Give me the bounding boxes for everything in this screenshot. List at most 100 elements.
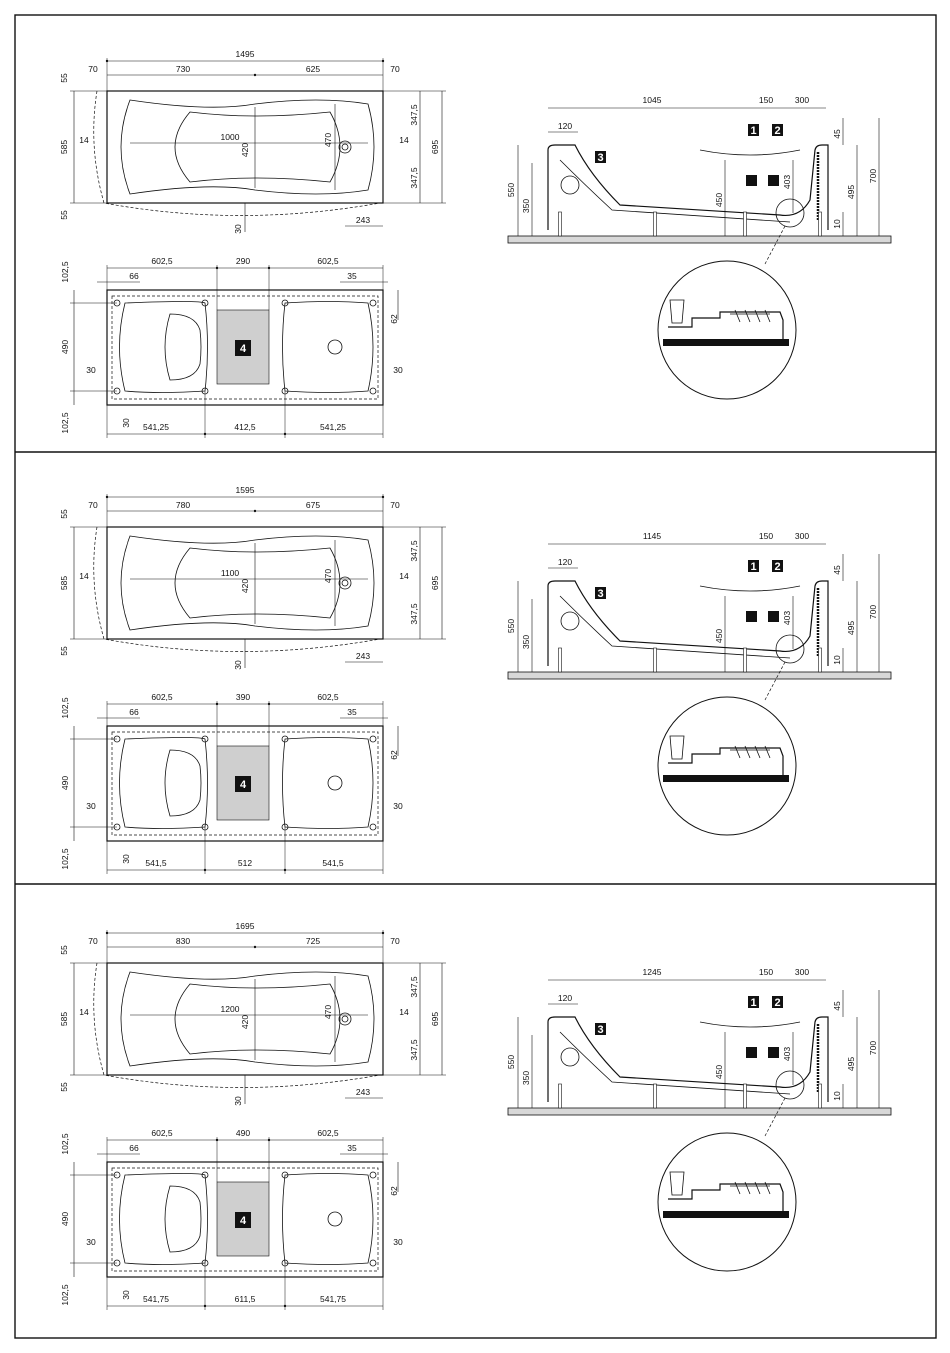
- marker-3-box: [595, 1023, 606, 1035]
- marker-3-box: [595, 151, 606, 163]
- marker-1-label: 1: [750, 997, 756, 1009]
- detail-callout-circle: [775, 198, 805, 228]
- frame-foot-icon: [369, 299, 377, 307]
- dim-total-height: 700: [868, 1041, 878, 1055]
- dim-offset-left: 66: [129, 1143, 139, 1153]
- marker-4-label: 4: [240, 779, 247, 791]
- dim-side-length: 1045: [643, 95, 662, 105]
- marker-2-box: [772, 560, 783, 572]
- dim-half-width-bottom: 347,5: [409, 603, 419, 625]
- dim-side-gap: 150: [759, 95, 773, 105]
- frame-foot-icon: [201, 735, 209, 743]
- dim-center-offset: 30: [121, 418, 131, 428]
- siphon-trap-icon: [669, 1171, 685, 1196]
- dim-top-margin: 55: [59, 73, 69, 83]
- tub-rim-line: [699, 1021, 801, 1028]
- overflow-fitting-icon: [560, 1047, 580, 1067]
- frame-foot-icon: [369, 1259, 377, 1267]
- dim-width: 585: [59, 140, 69, 154]
- dim-bottom-right: 541,75: [320, 1294, 346, 1304]
- marker-4-box: [235, 1212, 251, 1228]
- dim-center-offset: 30: [121, 854, 131, 864]
- dim-drain-offset: 243: [356, 651, 370, 661]
- dim-top-mid: 290: [236, 256, 250, 266]
- marker-1-box: [748, 560, 759, 572]
- detail-circle: [657, 260, 797, 400]
- dim-overall-width: 695: [430, 1012, 440, 1026]
- dim-side-inset: 120: [558, 121, 572, 131]
- dim-side-left: 14: [79, 135, 89, 145]
- dim-right-part: 625: [306, 64, 320, 74]
- dim-top-gap: 45: [832, 129, 842, 139]
- marker-4-box: [235, 776, 251, 792]
- tub-basin-outer: [120, 535, 375, 631]
- drain-outlet-icon: [338, 1012, 352, 1026]
- marker-2-label: 2: [774, 997, 780, 1009]
- dimension-tick: [253, 73, 257, 77]
- dim-inner-width: 420: [240, 579, 250, 593]
- dim-top-right: 602,5: [317, 692, 339, 702]
- drain-outlet-icon: [327, 1211, 343, 1227]
- dim-height-inner: 350: [521, 199, 531, 213]
- marker-1-box: [748, 996, 759, 1008]
- dim-total-length: 1695: [236, 921, 255, 931]
- dim-half-width-top: 347,5: [409, 104, 419, 126]
- dim-height-left: 550: [506, 619, 516, 633]
- marker-3-label: 3: [597, 1024, 603, 1036]
- detail-leader: [764, 225, 786, 265]
- marker-2-label: 2: [774, 561, 780, 573]
- basin-contour-left: [164, 749, 202, 817]
- detail-floor: [663, 1211, 789, 1218]
- detail-circle: [657, 1132, 797, 1272]
- dim-side-right: 14: [399, 135, 409, 145]
- marker-2-box: [772, 124, 783, 136]
- dim-height-left: 550: [506, 1055, 516, 1069]
- dim-side-left: 30: [86, 365, 96, 375]
- tub-basin-outer: [120, 971, 375, 1067]
- flexible-hose-icon: [730, 745, 771, 759]
- dim-margin-top: 102,5: [60, 1133, 70, 1155]
- dim-drain-offset: 243: [356, 215, 370, 225]
- dim-foot-offset: 62: [389, 1186, 399, 1196]
- dim-side-gap: 150: [759, 531, 773, 541]
- dim-bottom-left: 541,25: [143, 422, 169, 432]
- dim-end-right: 70: [390, 500, 400, 510]
- dim-side-right: 300: [795, 531, 809, 541]
- detail-floor: [663, 339, 789, 346]
- frame-inner-dashed: [111, 731, 379, 836]
- dim-floor-gap: 10: [832, 655, 842, 665]
- detail-callout-circle: [775, 634, 805, 664]
- dim-side-length: 1245: [643, 967, 662, 977]
- tub-rim-line: [699, 585, 801, 592]
- tub-apron-outline: [93, 90, 381, 216]
- dim-side-right: 300: [795, 967, 809, 977]
- leg-icon: [743, 1083, 747, 1109]
- leg-icon: [818, 211, 822, 237]
- dim-height-inner: 350: [521, 1071, 531, 1085]
- dim-drain-width: 470: [323, 1005, 333, 1019]
- basin-contour-left: [164, 313, 202, 381]
- overflow-fitting-icon: [560, 175, 580, 195]
- valve-block-icon: [768, 1047, 779, 1058]
- marker-1-label: 1: [750, 125, 756, 137]
- dim-total-height: 700: [868, 605, 878, 619]
- leg-icon: [743, 211, 747, 237]
- dim-inner-height: 490: [60, 1212, 70, 1226]
- dim-top-right: 602,5: [317, 256, 339, 266]
- dim-inner-length: 1000: [221, 132, 240, 142]
- drain-pipe: [668, 747, 784, 775]
- dim-height-left: 550: [506, 183, 516, 197]
- tub-apron-outline: [93, 962, 381, 1088]
- detail-callout-circle: [775, 1070, 805, 1100]
- dim-side-right: 14: [399, 571, 409, 581]
- dim-offset-left: 66: [129, 271, 139, 281]
- leg-icon: [653, 647, 657, 673]
- frame-outline: [106, 289, 384, 406]
- detail-circle: [657, 696, 797, 836]
- flexible-hose-icon: [730, 309, 771, 323]
- dim-bottom-mid: 412,5: [234, 422, 256, 432]
